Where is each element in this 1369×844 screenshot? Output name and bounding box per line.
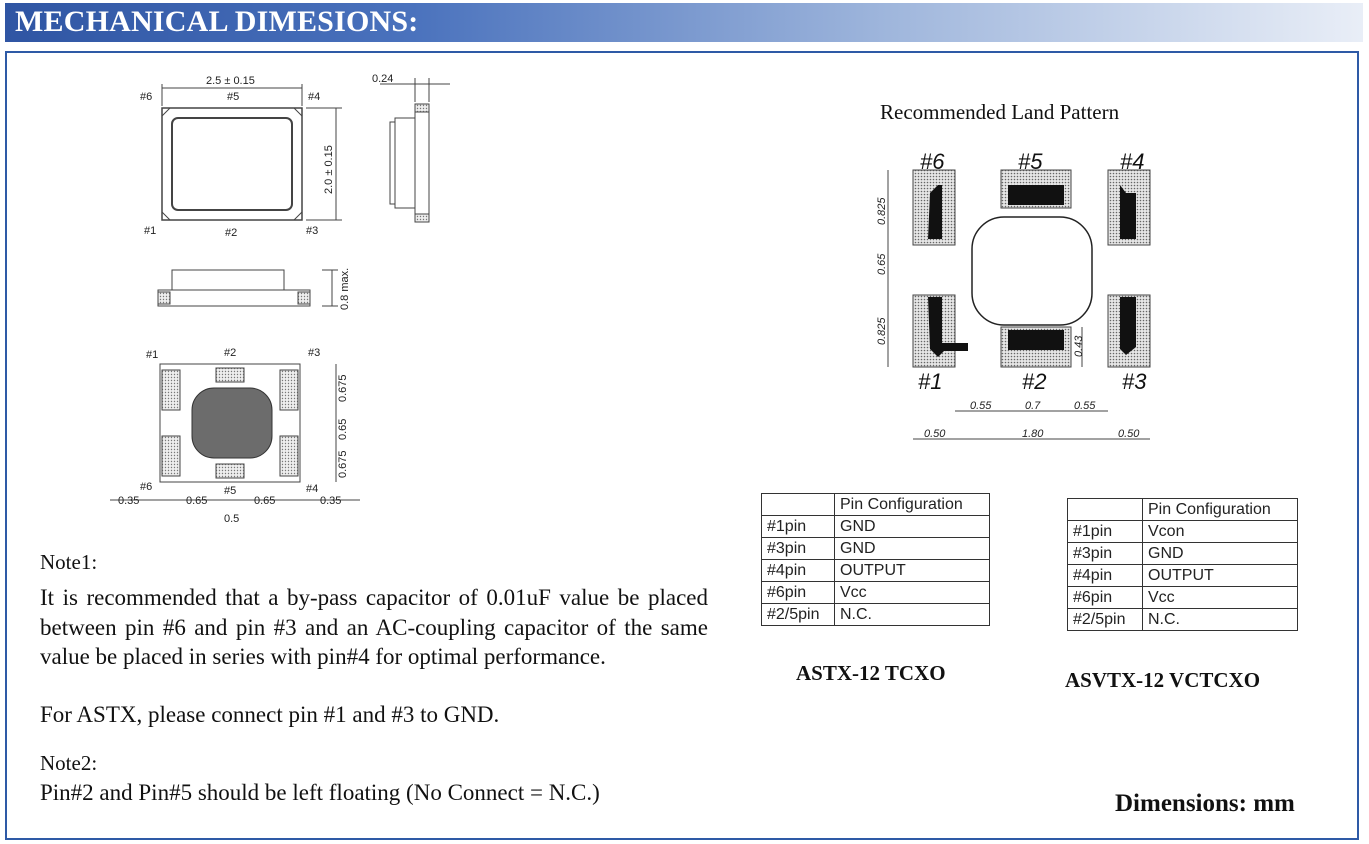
bottom-dim-035-left: 0.35 — [118, 495, 139, 507]
land-dim-b1: 0.50 — [924, 428, 946, 440]
top-pin1-label: #1 — [144, 225, 156, 237]
tcxo-row-pin: #2/5pin — [761, 603, 835, 626]
land-dim-h3: 0.55 — [1074, 400, 1096, 412]
bottom-dim-065-left: 0.65 — [186, 495, 207, 507]
bottom-pin3-label: #3 — [308, 347, 320, 359]
land-dim-v2: 0.65 — [876, 253, 888, 275]
vctcxo-row-pin: #6pin — [1067, 586, 1143, 609]
top-pin3-label: #3 — [306, 225, 318, 237]
vctcxo-row-func: Vcon — [1142, 520, 1298, 543]
top-view-drawing: 2.5 ± 0.15 #6 #5 #4 #1 #2 #3 2.0 ± 0.15 … — [140, 73, 450, 239]
vctcxo-row-pin: #1pin — [1067, 520, 1143, 543]
top-width-dim: 2.5 ± 0.15 — [206, 75, 255, 87]
tcxo-header-blank — [761, 493, 835, 516]
dimensions-unit-note: Dimensions: mm — [1115, 790, 1295, 817]
land-pin1-label: #1 — [918, 369, 942, 394]
section-header: MECHANICAL DIMESIONS: — [5, 3, 1363, 42]
land-pin2-label: #2 — [1022, 369, 1046, 394]
note2-label: Note2: — [40, 751, 98, 775]
vctcxo-row-pin: #4pin — [1067, 564, 1143, 587]
tcxo-row-func: GND — [834, 515, 990, 538]
land-dim-v4: 0.43 — [1073, 335, 1085, 357]
note1-extra: For ASTX, please connect pin #1 and #3 t… — [40, 702, 500, 727]
land-pattern-title: Recommended Land Pattern — [880, 100, 1120, 124]
content-frame — [5, 51, 1359, 840]
vctcxo-header-blank — [1067, 498, 1143, 521]
vctcxo-row-func: GND — [1142, 542, 1298, 565]
bottom-dim-065-mid: 0.65 — [337, 419, 349, 440]
land-dim-h1: 0.55 — [970, 400, 992, 412]
land-pin3-label: #3 — [1122, 369, 1147, 394]
land-pattern-drawing: #6 #5 #4 0.825 0.65 0.825 0.43 #1 #2 #3 … — [876, 149, 1151, 440]
bottom-dim-035-right: 0.35 — [320, 495, 341, 507]
profile-drawing: 0.8 max. — [157, 268, 351, 310]
top-height-dim: 2.0 ± 0.15 — [323, 145, 335, 194]
bottom-pin2-label: #2 — [224, 347, 236, 359]
top-pin4-label: #4 — [308, 91, 320, 103]
note2-text: Pin#2 and Pin#5 should be left floating … — [40, 780, 600, 805]
note1-text: It is recommended that a by-pass capacit… — [40, 585, 708, 669]
tcxo-row-pin: #3pin — [761, 537, 835, 560]
land-dim-v1: 0.825 — [876, 197, 888, 225]
bottom-pin6-label: #6 — [140, 481, 152, 493]
section-title: MECHANICAL DIMESIONS: — [15, 5, 419, 38]
land-dim-b2: 1.80 — [1022, 428, 1044, 440]
vctcxo-caption: ASVTX-12 VCTCXO — [1065, 668, 1261, 692]
land-dim-v3: 0.825 — [876, 317, 888, 345]
tcxo-row-pin: #6pin — [761, 581, 835, 604]
tcxo-row-pin: #4pin — [761, 559, 835, 582]
tcxo-caption: ASTX-12 TCXO — [796, 661, 946, 685]
land-dim-b3: 0.50 — [1118, 428, 1140, 440]
vctcxo-header: Pin Configuration — [1142, 498, 1298, 521]
bottom-dim-0675-bot: 0.675 — [337, 450, 349, 478]
vctcxo-row-func: OUTPUT — [1142, 564, 1298, 587]
tcxo-row-func: Vcc — [834, 581, 990, 604]
top-pin2-label: #2 — [225, 227, 237, 239]
bottom-pin4-label: #4 — [306, 483, 318, 495]
top-pin5-label: #5 — [227, 91, 239, 103]
vctcxo-row-func: Vcc — [1142, 586, 1298, 609]
bottom-dim-065-right: 0.65 — [254, 495, 275, 507]
vctcxo-row-pin: #3pin — [1067, 542, 1143, 565]
bottom-dim-0675-top: 0.675 — [337, 374, 349, 402]
bottom-dim-05: 0.5 — [224, 513, 239, 525]
tcxo-row-func: N.C. — [834, 603, 990, 626]
land-dim-h2: 0.7 — [1025, 400, 1041, 412]
tcxo-header: Pin Configuration — [834, 493, 990, 516]
tcxo-row-pin: #1pin — [761, 515, 835, 538]
profile-height-dim: 0.8 max. — [339, 268, 351, 310]
tcxo-row-func: GND — [834, 537, 990, 560]
note1-label: Note1: — [40, 550, 98, 574]
tcxo-row-func: OUTPUT — [834, 559, 990, 582]
bottom-view-drawing: #1 #2 #3 #6 #5 #4 0.35 0.65 0.65 0.35 0.… — [110, 347, 360, 525]
bottom-pin5-label: #5 — [224, 485, 236, 497]
vctcxo-row-pin: #2/5pin — [1067, 608, 1143, 631]
side-width-dim: 0.24 — [372, 73, 393, 85]
bottom-pin1-label: #1 — [146, 349, 158, 361]
vctcxo-row-func: N.C. — [1142, 608, 1298, 631]
top-pin6-label: #6 — [140, 91, 152, 103]
